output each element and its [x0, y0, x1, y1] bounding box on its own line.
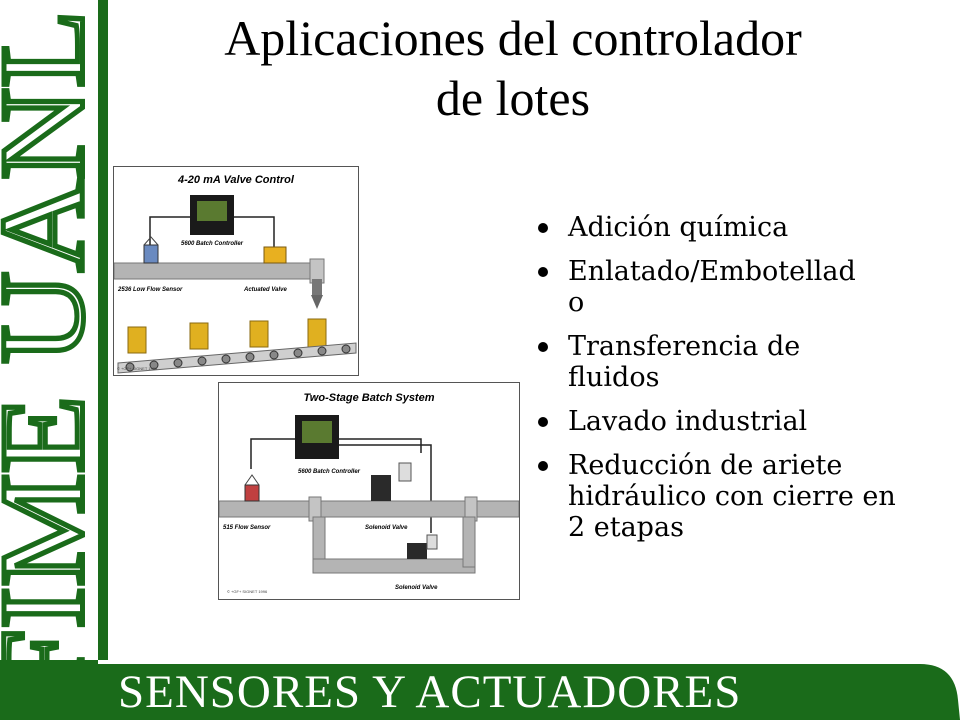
figure2-valve2-label: Solenoid Valve — [395, 585, 438, 591]
figure1-copyright: © +GF+ SIGNET 1996 — [117, 366, 158, 371]
bullet-list: Adición química Enlatado/Embotellado Tra… — [536, 212, 936, 556]
barrel — [127, 326, 147, 354]
title-line-1: Aplicaciones del controlador — [224, 10, 802, 66]
barrel — [189, 322, 209, 350]
bullet-dot — [538, 223, 548, 233]
bullet-dot — [538, 461, 548, 471]
pipe-1 — [114, 262, 311, 280]
flow-sensor-2 — [244, 484, 260, 502]
side-band: FIME UANL — [0, 0, 108, 720]
solenoid-valve-2 — [407, 543, 427, 559]
barrel — [307, 318, 327, 348]
figure2-valve1-label: Solenoid Valve — [365, 525, 408, 531]
bullet-text: Lavado industrial — [568, 406, 808, 437]
bullet-text: Transferencia de fluidos — [568, 331, 801, 393]
figure1-valve-label: Actuated Valve — [243, 287, 287, 293]
solenoid-valve-1 — [371, 475, 391, 501]
figure-two-stage-batch: Two-Stage Batch System 5600 Batch Contro… — [218, 382, 520, 600]
bullet-dot — [538, 417, 548, 427]
bullet-item: Lavado industrial — [536, 406, 936, 437]
bullet-item: Transferencia de fluidos — [536, 331, 936, 393]
footer-band — [0, 660, 960, 720]
bullet-text: Adición química — [568, 212, 789, 243]
bullet-item: Adición química — [536, 212, 936, 243]
figure1-sensor-label: 2536 Low Flow Sensor — [117, 287, 183, 293]
bullet-text: Reducción de ariete hidráulico con cierr… — [568, 450, 896, 543]
figure-valve-control: 4-20 mA Valve Control 5600 Batch Control… — [113, 166, 359, 376]
bullet-item: Enlatado/Embotellado — [536, 256, 936, 318]
title-line-2: de lotes — [435, 70, 591, 126]
figure2-sensor-label: 515 Flow Sensor — [223, 525, 271, 531]
figure2-copyright: © +GF+ SIGNET 1996 — [227, 589, 268, 594]
bullet-dot — [538, 342, 548, 352]
figure1-controller-label: 5600 Batch Controller — [181, 241, 244, 247]
pipe-2 — [219, 500, 519, 518]
figure2-title: Two-Stage Batch System — [303, 392, 434, 404]
side-label: FIME UANL — [0, 10, 108, 700]
figure1-title: 4-20 mA Valve Control — [177, 174, 295, 186]
actuated-valve-1 — [263, 246, 287, 264]
bullet-text: Enlatado/Embotellado — [568, 256, 856, 318]
barrel — [249, 320, 269, 348]
flow-sensor-1 — [143, 244, 159, 264]
bullet-item: Reducción de ariete hidráulico con cierr… — [536, 450, 936, 543]
footer-title: SENSORES Y ACTUADORES — [118, 666, 742, 718]
figure2-controller-label: 5600 Batch Controller — [298, 469, 361, 475]
bullet-dot — [538, 267, 548, 277]
slide-title: Aplicaciones del controlador de lotes — [118, 8, 908, 128]
